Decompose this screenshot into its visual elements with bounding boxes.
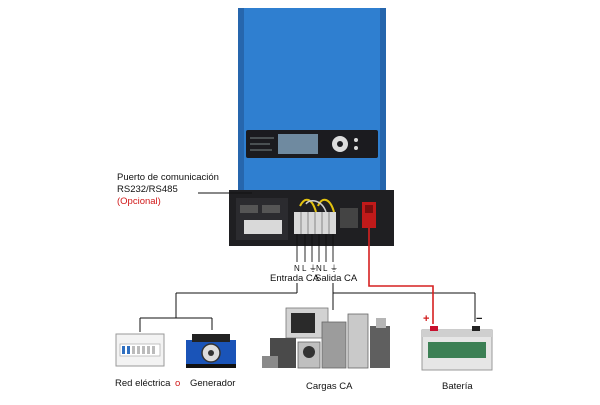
appliances-icon bbox=[262, 307, 390, 369]
ac-leads bbox=[296, 234, 334, 262]
internal-wire bbox=[299, 198, 317, 213]
terminal-input-ground-icon: ⏚ bbox=[309, 264, 317, 273]
label-plate bbox=[244, 220, 282, 234]
feeder-lines bbox=[139, 283, 476, 332]
navigation-dial-center bbox=[337, 141, 343, 147]
lcd-screen bbox=[278, 134, 318, 154]
dc-positive-wire bbox=[368, 228, 434, 324]
battery-negative-sign: − bbox=[476, 313, 483, 325]
terminal-output-l: L bbox=[323, 264, 328, 273]
battery-label: Batería bbox=[442, 381, 473, 392]
terminal-output-n: N bbox=[316, 264, 322, 273]
ac-loads-label: Cargas CA bbox=[306, 381, 353, 392]
port-label-optional: (Opcional) bbox=[117, 196, 161, 207]
button-icon bbox=[354, 146, 358, 150]
or-label: o bbox=[175, 378, 181, 389]
terminal-output-ground-icon: ⏚ bbox=[330, 264, 338, 273]
internal-wire bbox=[305, 199, 327, 213]
dc-terminal bbox=[340, 208, 358, 228]
terminal-input-n: N bbox=[294, 264, 300, 273]
battery-positive-sign: + bbox=[423, 313, 430, 325]
grid-label: Red eléctrica bbox=[115, 378, 171, 389]
generator-icon bbox=[186, 334, 236, 368]
inverter-casing-edge bbox=[238, 8, 244, 193]
output-ac-label: Salida CA bbox=[315, 273, 358, 284]
inverter-casing-edge-right bbox=[380, 8, 386, 193]
port-label-line2: RS232/RS485 bbox=[117, 184, 178, 195]
inverter-casing bbox=[238, 8, 386, 193]
comm-port bbox=[262, 205, 280, 213]
dc-breaker-switch bbox=[365, 205, 373, 213]
distribution-panel-icon bbox=[115, 333, 165, 367]
inverter-unit bbox=[229, 8, 394, 246]
battery-icon bbox=[421, 326, 493, 371]
button-icon bbox=[354, 138, 358, 142]
comm-port bbox=[240, 205, 258, 213]
terminal-input-l: L bbox=[302, 264, 307, 273]
input-ac-label: Entrada CA bbox=[270, 273, 320, 284]
generator-label: Generador bbox=[190, 378, 236, 389]
internal-wire bbox=[317, 198, 335, 213]
port-label-line1: Puerto de comunicación bbox=[117, 172, 219, 183]
